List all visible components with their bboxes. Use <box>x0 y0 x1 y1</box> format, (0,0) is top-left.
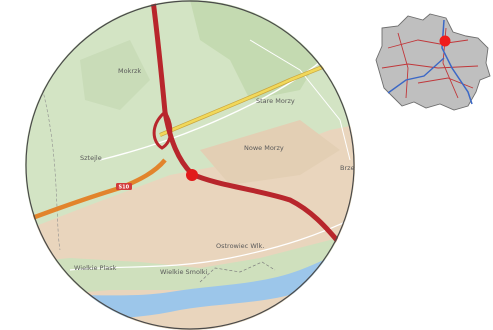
inset-road <box>381 63 479 69</box>
forest-area <box>80 40 150 110</box>
place-label: Nowe Morzy <box>244 144 284 152</box>
place-label: Wielkie Smolki <box>160 268 208 276</box>
inset-road <box>417 77 474 89</box>
inset-map <box>375 13 491 111</box>
place-label: Wielkie Plask <box>74 264 117 272</box>
place-label: Sztejle <box>80 154 102 162</box>
expressway-interchange <box>152 110 173 150</box>
minor-road <box>69 214 355 271</box>
road-shield-label: S10 <box>119 185 130 191</box>
inset-road <box>397 32 409 99</box>
location-marker <box>186 169 198 181</box>
place-label: Stare Morzy <box>256 97 295 105</box>
farmland-area <box>200 120 340 185</box>
admin-boundary <box>39 79 61 251</box>
inset-location-marker <box>439 35 451 47</box>
place-label: Ostrowiec Wlk. <box>216 242 264 250</box>
place-label: Mokrzk <box>118 67 141 75</box>
riverbank-area <box>25 230 355 300</box>
minor-road <box>249 39 351 161</box>
inset-road <box>387 39 469 49</box>
map-border <box>25 0 355 330</box>
admin-boundary <box>199 261 276 283</box>
road-shield <box>116 183 132 190</box>
inset-river <box>387 57 445 94</box>
place-label: Brzeski <box>340 164 364 172</box>
region-outline <box>375 13 491 111</box>
